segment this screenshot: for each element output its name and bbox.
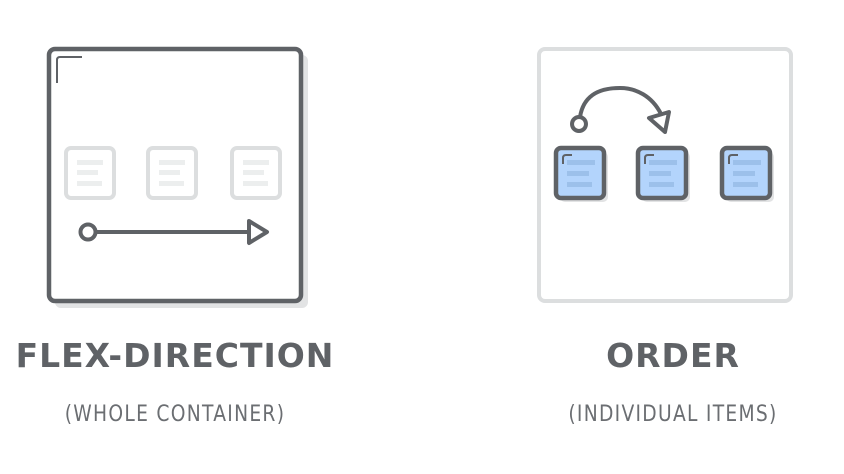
panel-title: ORDER [606,336,740,375]
flex-item-ghost [64,146,116,200]
flex-direction-panel: FLEX-DIRECTION (WHOLE CONTAINER) [15,46,335,427]
flex-item-highlighted [719,145,774,202]
panel-title: FLEX-DIRECTION [15,336,335,375]
flex-direction-illustration [46,46,308,308]
order-illustration [537,47,793,303]
panel-subtitle: (WHOLE CONTAINER) [64,402,286,427]
flex-item-ghost [230,146,282,200]
reorder-arrow-icon [570,85,671,134]
flex-item-highlighted [553,145,608,202]
order-panel: ORDER (INDIVIDUAL ITEMS) [422,0,844,474]
direction-arrow-icon [78,219,269,245]
corner-mark-icon [56,56,82,83]
flex-item-highlighted [635,145,690,202]
flex-item-ghost [146,146,198,200]
panel-subtitle: (INDIVIDUAL ITEMS) [568,402,778,427]
